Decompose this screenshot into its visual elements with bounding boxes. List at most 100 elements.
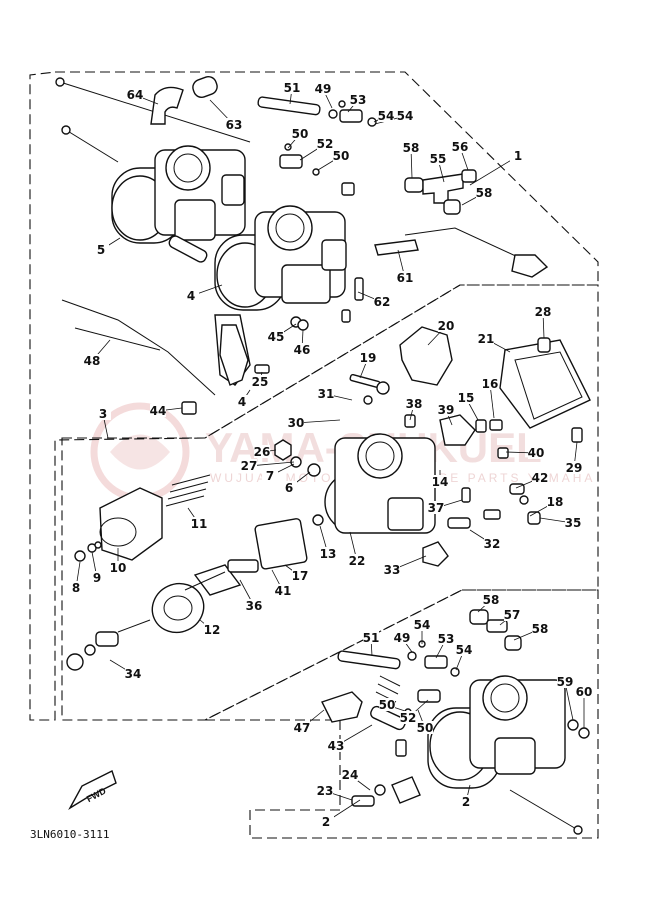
callout-background: [432, 475, 448, 488]
callout-number: 1: [514, 149, 522, 163]
callout-background: [484, 537, 500, 550]
callout-number: 60: [576, 685, 593, 699]
callout-background: [234, 395, 250, 408]
upper-carburetor: [111, 145, 246, 244]
callout-number: 34: [125, 667, 142, 681]
callout-background: [397, 271, 413, 284]
callout-number: 51: [363, 631, 380, 645]
callout-number: 28: [535, 305, 552, 319]
callout-number: 40: [528, 446, 545, 460]
callout-background: [403, 141, 419, 154]
callout-background: [438, 319, 454, 332]
callout-background: [458, 391, 474, 404]
callout-number: 58: [483, 593, 500, 607]
callout-number: 18: [547, 495, 564, 509]
callout-number: 58: [532, 622, 549, 636]
callout-number: 7: [266, 469, 274, 483]
callout-background: [68, 581, 84, 594]
callout-background: [510, 149, 526, 162]
callout-background: [292, 569, 308, 582]
assembly-frame-bottom: [204, 589, 599, 839]
callout-number: 47: [294, 721, 311, 735]
callout-number: 19: [360, 351, 377, 365]
callout-background: [528, 446, 544, 459]
diagram-code: 3LN6010-3111: [30, 828, 109, 841]
callout-background: [430, 152, 446, 165]
callout-number: 36: [246, 599, 263, 613]
callout-number: 6: [285, 481, 293, 495]
callout-number: 8: [72, 581, 80, 595]
callout-number: 5: [97, 243, 105, 257]
callout-background: [204, 623, 220, 636]
callout-background: [438, 632, 454, 645]
callout-background: [95, 407, 111, 420]
callout-numbers: 1223445678910111213141516171819202122232…: [68, 81, 592, 829]
callout-background: [576, 685, 592, 698]
callout-background: [414, 618, 430, 631]
callout-number: 50: [417, 721, 434, 735]
callout-background: [360, 351, 376, 364]
callout-number: 24: [342, 768, 359, 782]
callout-number: 57: [504, 608, 521, 622]
callout-background: [483, 593, 499, 606]
callout-number: 64: [127, 88, 144, 102]
float-bowl: [499, 339, 591, 429]
callout-number: 35: [565, 516, 582, 530]
callout-number: 21: [478, 332, 495, 346]
callout-number: 26: [254, 445, 271, 459]
callout-background: [532, 622, 548, 635]
callout-number: 4: [238, 395, 246, 409]
callout-number: 33: [384, 563, 401, 577]
callout-background: [284, 81, 300, 94]
callout-number: 16: [482, 377, 499, 391]
callout-number: 22: [349, 554, 366, 568]
callout-number: 58: [403, 141, 420, 155]
callout-background: [84, 354, 100, 367]
callout-number: 55: [430, 152, 447, 166]
diaphragm: [151, 582, 205, 634]
callout-background: [268, 330, 284, 343]
callout-background: [318, 387, 334, 400]
callout-number: 42: [532, 471, 549, 485]
callout-background: [275, 584, 291, 597]
callout-number: 50: [292, 127, 309, 141]
callout-number: 3: [99, 407, 107, 421]
fwd-arrow: FWD: [68, 770, 117, 810]
callout-number: 54: [397, 109, 414, 123]
callout-number: 45: [268, 330, 285, 344]
callout-background: [246, 599, 262, 612]
callout-background: [318, 815, 334, 828]
center-carburetor-body: [324, 433, 436, 534]
callout-number: 14: [432, 475, 449, 489]
callout-background: [350, 93, 366, 106]
callout-background: [406, 397, 422, 410]
callout-number: 62: [374, 295, 391, 309]
callout-background: [328, 739, 344, 752]
callout-number: 50: [333, 149, 350, 163]
assembly-frame-middle: [61, 284, 599, 721]
callout-number: 54: [378, 109, 395, 123]
callout-number: 58: [476, 186, 493, 200]
callout-background: [374, 295, 390, 308]
callout-number: 54: [456, 643, 473, 657]
callout-number: 49: [315, 82, 332, 96]
callout-number: 48: [84, 354, 101, 368]
callout-number: 15: [458, 391, 475, 405]
callout-background: [504, 608, 520, 621]
callout-background: [379, 698, 395, 711]
callout-number: 39: [438, 403, 455, 417]
callout-background: [452, 140, 468, 153]
callout-background: [438, 403, 454, 416]
callout-number: 17: [292, 569, 309, 583]
callout-number: 53: [438, 632, 455, 646]
callout-number: 30: [288, 416, 305, 430]
callout-number: 31: [318, 387, 335, 401]
callout-background: [226, 118, 242, 131]
callout-number: 4: [187, 289, 195, 303]
callout-number: 43: [328, 739, 345, 753]
callout-background: [127, 88, 143, 101]
callout-number: 52: [317, 137, 334, 151]
callout-background: [378, 109, 394, 122]
callout-number: 54: [414, 618, 431, 632]
diaphragm-spring: [165, 474, 211, 507]
